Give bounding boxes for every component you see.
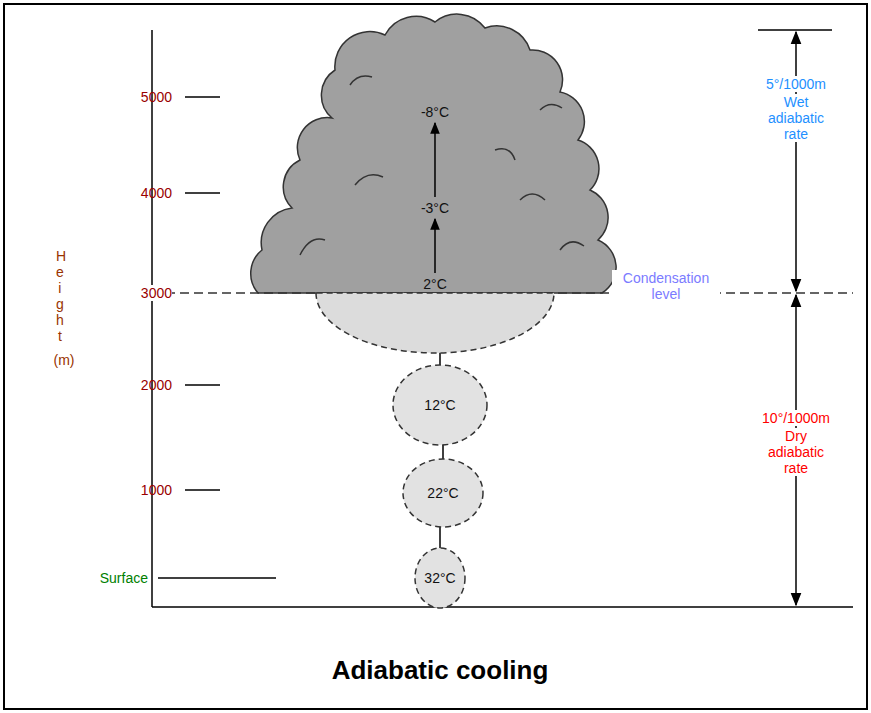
top-tick [758,29,832,31]
axis-title: Height [56,248,64,345]
height-value: 3000 [100,285,172,301]
level-label: Condensation level [612,270,720,302]
rate-label: 5°/1000m [752,76,840,92]
frame [4,4,867,709]
height-axis [151,30,153,607]
temperature-label: -8°C [421,104,449,120]
height-value: 5000 [100,89,172,105]
temperature-mark: -8°C [400,100,470,124]
height-value: 2000 [100,377,172,393]
temperature-mark: -3°C [400,196,470,220]
height-value: 4000 [100,185,172,201]
cloud [251,14,616,293]
parcel-circle [393,365,487,445]
parcel-circle [403,459,483,527]
rate-label: Dry adiabatic rate [761,428,831,476]
rate-label: 10°/1000m [750,410,842,426]
parcel-circle [415,548,465,608]
wet-range-arrow [795,32,797,291]
temperature-label: 32°C [424,570,455,586]
temperature-label: 12°C [424,397,455,413]
height-value: 1000 [100,482,172,498]
air-parcel: 12°C [392,364,488,446]
temperature-label: 2°C [423,276,447,292]
axis-title: (m) [44,352,84,368]
cloud-curls [300,76,584,255]
air-parcel: 32°C [414,547,466,609]
axis-ticks [158,97,276,578]
temperature-label: 22°C [427,485,458,501]
diagram-title: Adiabatic cooling [190,655,690,685]
rising-arrow [434,219,436,273]
temperature-label: -3°C [421,200,449,216]
height-value: Surface [66,570,148,586]
air-parcel: 2°C [315,273,555,355]
ground-line [152,606,853,608]
rate-label: Wet adiabatic rate [761,94,831,142]
condensing-parcel [316,293,554,353]
rising-arrow [434,123,436,197]
air-parcel: 22°C [402,458,484,528]
